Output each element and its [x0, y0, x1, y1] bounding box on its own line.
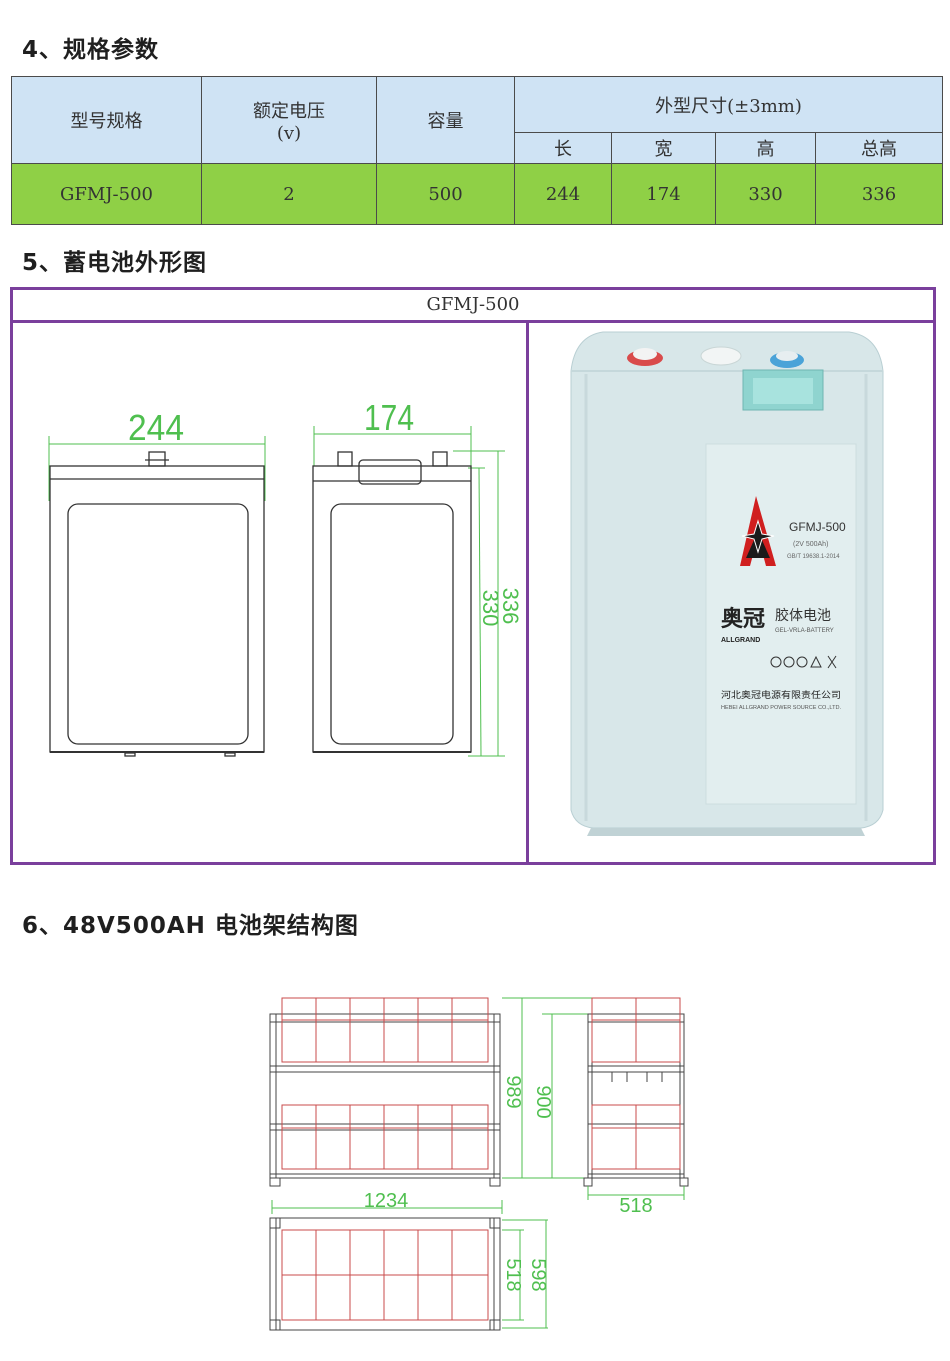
photo-standard-text: GB/T 19638.1-2014	[787, 554, 840, 560]
front-width-label: 244	[128, 407, 184, 448]
photo-brand-en: ALLGRAND	[721, 637, 760, 644]
header-voltage-label: 额定电压	[253, 100, 325, 122]
rack-side-cells	[591, 997, 681, 1170]
rack-tier-height-label: 900	[532, 1085, 554, 1118]
header-length: 长	[514, 132, 612, 164]
battery-photo: GFMJ-500 (2V 500Ah) GB/T 19638.1-2014 奥冠…	[531, 326, 931, 861]
cell-capacity: 500	[376, 163, 515, 225]
side-terminal-left	[337, 451, 353, 467]
rack-front-view	[269, 1013, 501, 1187]
header-model: 型号规格	[11, 76, 202, 164]
section-6-title: 6、48V500AH 电池架结构图	[22, 913, 359, 939]
photo-model-text: GFMJ-500	[789, 520, 846, 534]
side-width-label: 174	[364, 397, 414, 438]
section-5-title: 5、蓄电池外形图	[22, 250, 208, 276]
rack-front-cells	[281, 997, 489, 1170]
table-row: GFMJ-500 2 500 244 174 330 336	[11, 163, 944, 225]
front-terminal	[148, 451, 166, 467]
total-height-label: 336	[498, 588, 523, 625]
certification-icons	[770, 655, 837, 669]
rack-plan-view	[269, 1217, 501, 1331]
header-height: 高	[715, 132, 816, 164]
cell-model: GFMJ-500	[11, 163, 202, 225]
battery-outline-drawing: 244 174 330 336	[48, 397, 523, 757]
cell-voltage: 2	[201, 163, 377, 225]
rack-depth-inner-label: 518	[502, 1258, 524, 1291]
rack-total-height-label: 989	[502, 1075, 524, 1108]
front-view-body	[49, 465, 265, 753]
photo-company-en: HEBEI ALLGRAND POWER SOURCE CO.,LTD.	[721, 705, 841, 711]
outline-model-title: GFMJ-500	[13, 290, 933, 323]
section-4-title: 4、规格参数	[22, 37, 160, 63]
side-terminal-right	[432, 451, 448, 467]
brand-logo	[740, 496, 776, 566]
cell-height: 330	[715, 163, 816, 225]
header-total-height: 总高	[814, 132, 944, 164]
rack-depth-outer-label: 598	[527, 1258, 549, 1291]
height-label: 330	[478, 590, 503, 627]
cell-length: 244	[514, 163, 612, 225]
photo-product-cn: 胶体电池	[775, 607, 831, 623]
side-view-body	[312, 465, 472, 753]
panel-divider	[526, 323, 529, 862]
header-voltage: 额定电压 (v)	[201, 76, 377, 164]
photo-product-en: GEL-VRLA-BATTERY	[775, 628, 834, 634]
battery-rack-drawing: 989 900 518 1234	[269, 997, 689, 1331]
spec-table: 型号规格 额定电压 (v) 容量 外型尺寸(±3mm) 长 宽 高 总高 GFM…	[11, 76, 944, 225]
header-width: 宽	[611, 132, 716, 164]
cell-total-height: 336	[814, 163, 944, 225]
battery-outline-panel: GFMJ-500 244 174 330 336	[10, 287, 936, 865]
header-dimensions: 外型尺寸(±3mm)	[513, 76, 944, 133]
rack-plan-cells	[281, 1229, 489, 1321]
cell-width: 174	[611, 163, 716, 225]
photo-brand-cn: 奥冠	[721, 606, 765, 631]
rack-length-label: 1234	[364, 1190, 409, 1212]
photo-company-cn: 河北奥冠电源有限责任公司	[721, 689, 841, 700]
header-voltage-unit: (v)	[276, 122, 302, 144]
rack-depth-label: 518	[619, 1195, 652, 1217]
photo-rating-text: (2V 500Ah)	[793, 541, 828, 548]
header-capacity: 容量	[376, 76, 515, 164]
